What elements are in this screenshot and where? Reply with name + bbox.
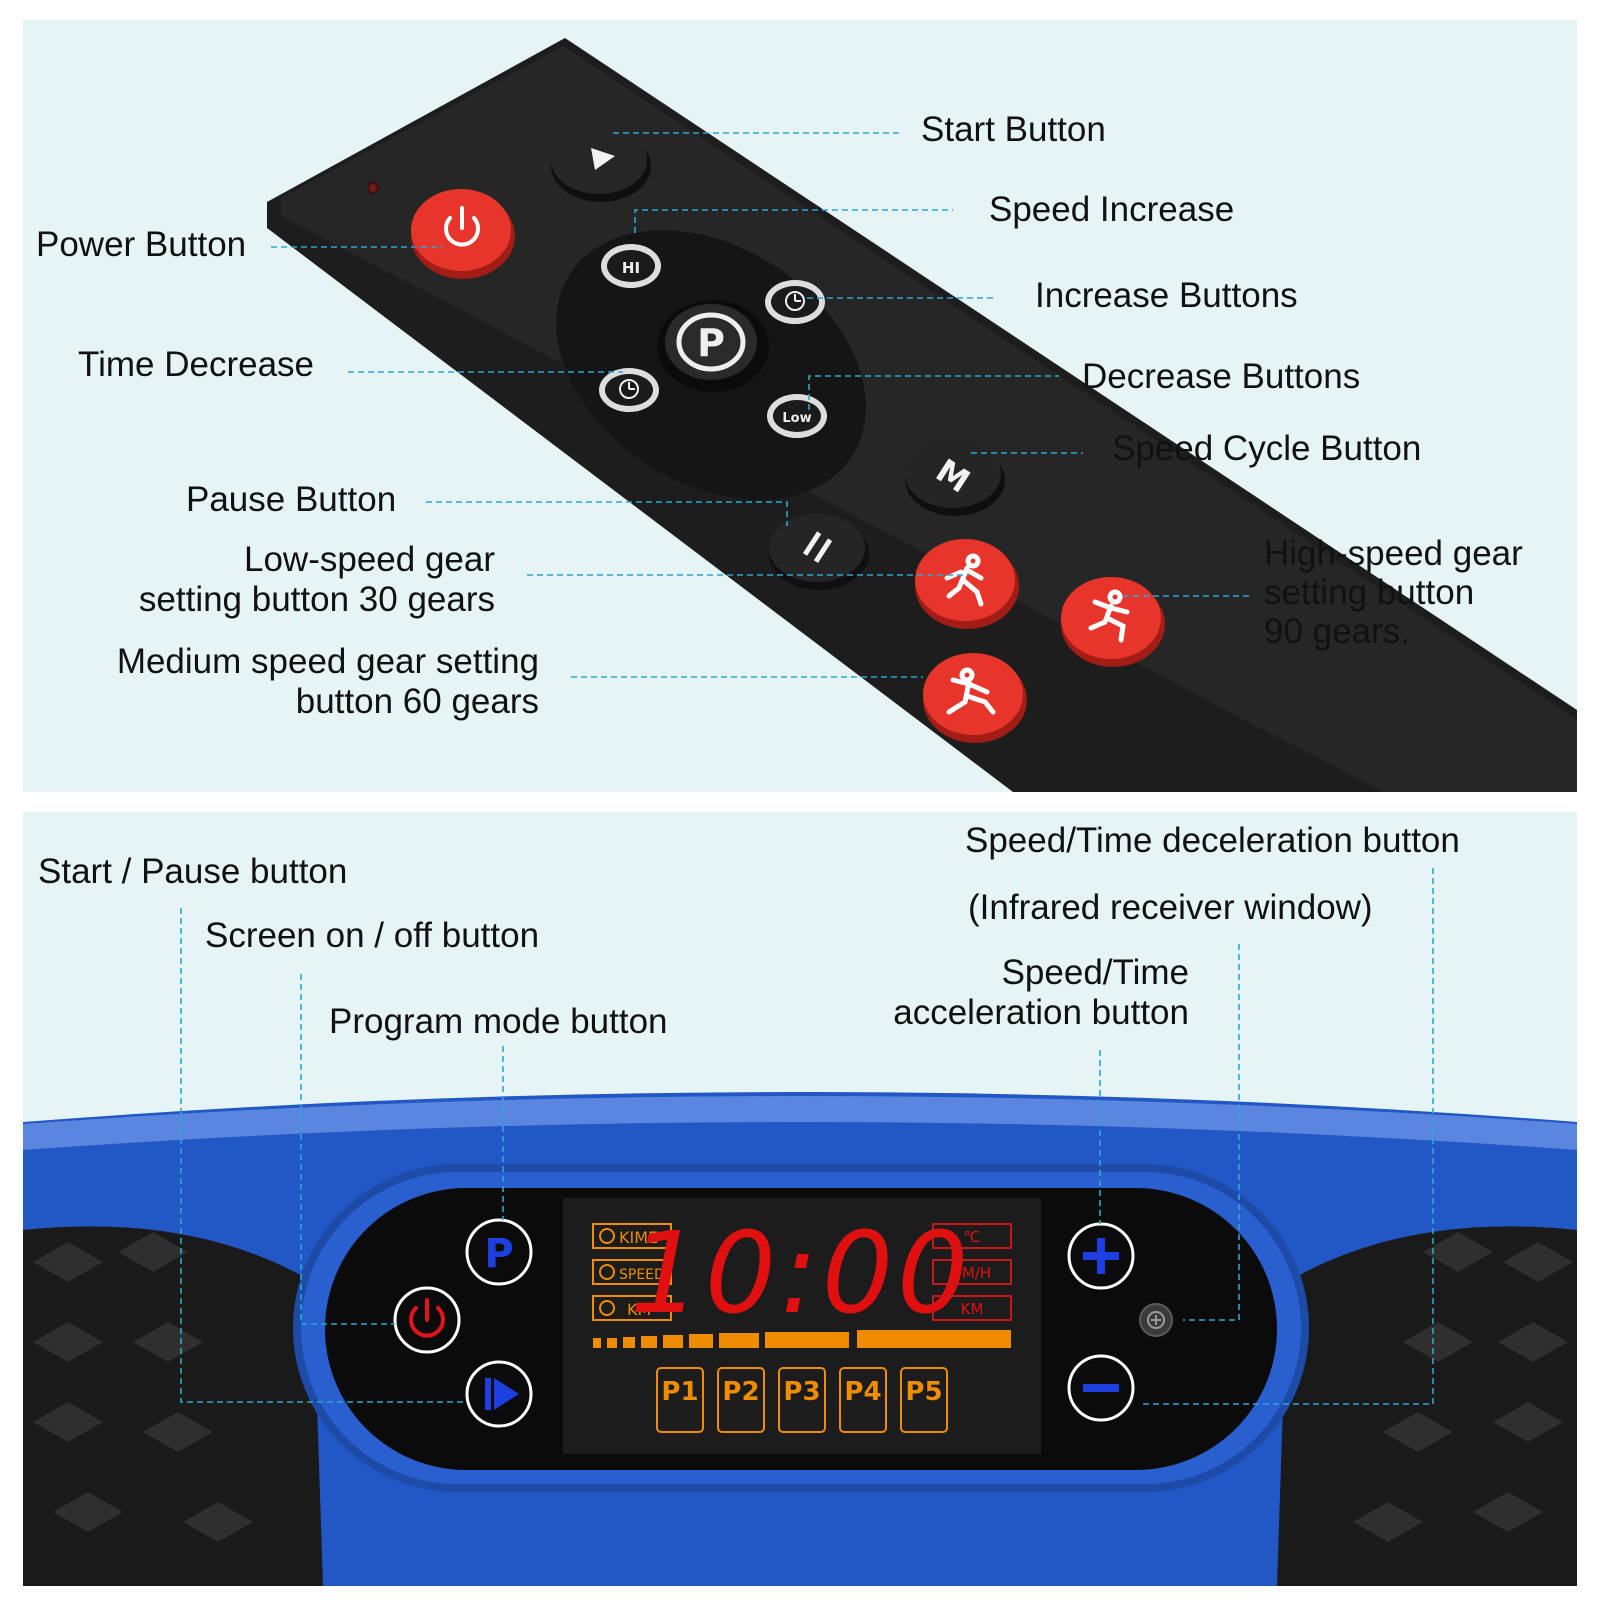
indicator-km: KM: [627, 1300, 651, 1319]
label-medium-gear-line1: Medium speed gear setting: [116, 642, 539, 681]
jogger-icon: [946, 667, 996, 715]
label-acceleration-line2: acceleration button: [893, 993, 1189, 1032]
lcd-program-boxes: P1 P2 P3 P4 P5: [656, 1367, 948, 1433]
remote-power-button: [411, 189, 515, 279]
remote-time-increase-button: [765, 280, 825, 324]
lcd-left-indicators: KIME SPEED KM: [592, 1223, 672, 1321]
console-power-icon: [409, 1306, 445, 1338]
console-plus-button: [1067, 1222, 1135, 1290]
label-infrared-window: (Infrared receiver window): [968, 888, 1373, 927]
platform-highlight: [23, 1096, 1577, 1150]
remote-medium-gear-button: [923, 653, 1027, 743]
remote-high-gear-button: [1061, 577, 1165, 667]
lcd-panel: [563, 1198, 1041, 1454]
indicator-pmh: PM/H: [953, 1264, 991, 1282]
label-start-pause: Start / Pause button: [38, 852, 348, 891]
label-screen-onoff: Screen on / off button: [205, 916, 540, 955]
label-high-gear-line3: 90 gears.: [1264, 612, 1410, 651]
remote-panel: HI Low: [23, 20, 1577, 792]
remote-mode-button: M: [905, 440, 1005, 516]
label-medium-gear-line2: button 60 gears: [295, 682, 539, 721]
p-text: P: [697, 321, 725, 365]
label-time-decrease: Time Decrease: [78, 345, 314, 384]
console-play-icon: [494, 1378, 519, 1410]
remote-pause-button: [769, 514, 869, 590]
program-p4: P4: [844, 1377, 881, 1407]
label-program-mode: Program mode button: [329, 1002, 668, 1041]
remote-low-button: Low: [767, 394, 827, 438]
label-speed-increase: Speed Increase: [989, 190, 1235, 229]
label-low-gear-line1: Low-speed gear: [244, 540, 495, 579]
remote-low-gear-button: [915, 539, 1019, 629]
label-high-gear-line2: setting button: [1264, 573, 1475, 612]
remote-face: [281, 46, 1577, 792]
label-high-gear-line1: High-speed gear: [1264, 534, 1523, 573]
pad-texture: [33, 1232, 1573, 1542]
program-p1: P1: [661, 1377, 698, 1407]
program-p5: P5: [905, 1377, 942, 1407]
console-power-button: [393, 1286, 461, 1354]
led-indicator: [367, 182, 379, 194]
play-icon: [591, 148, 615, 170]
lcd-bar-graph: [593, 1330, 1011, 1348]
remote-time-decrease-button: [599, 368, 659, 412]
remote-illustration: HI Low: [267, 38, 1577, 792]
runner-icon: [1088, 589, 1130, 643]
console-illustration: KIME SPEED KM 10:00 ℃ PM/H KM: [23, 868, 1577, 1586]
console-leader-lines: [180, 868, 1434, 1405]
label-pause-button: Pause Button: [186, 480, 397, 519]
label-power-button: Power Button: [36, 225, 247, 264]
indicator-kime: KIME: [619, 1228, 658, 1247]
program-p2: P2: [722, 1377, 759, 1407]
label-speed-cycle-button: Speed Cycle Button: [1112, 429, 1422, 468]
label-acceleration-line1: Speed/Time: [1001, 953, 1189, 992]
indicator-km-right: KM: [961, 1300, 984, 1318]
indicator-celsius: ℃: [964, 1228, 981, 1246]
indicator-speed: SPEED: [619, 1267, 665, 1283]
label-start-button: Start Button: [921, 110, 1106, 149]
remote-leader-lines: [271, 132, 1250, 678]
lcd-right-indicators: ℃ PM/H KM: [932, 1223, 1012, 1321]
low-text: Low: [782, 411, 811, 426]
walker-icon: [944, 553, 984, 607]
label-increase-buttons: Increase Buttons: [1035, 276, 1298, 315]
console-start-pause-button: [465, 1360, 533, 1428]
pause-bar-left: [802, 531, 822, 556]
remote-program-button: P: [657, 300, 769, 392]
pause-bar-right: [813, 538, 833, 563]
console-program-button: P: [465, 1218, 533, 1286]
console-minus-button: [1067, 1354, 1135, 1422]
label-decrease-buttons: Decrease Buttons: [1082, 357, 1361, 396]
remote-hi-button: HI: [601, 244, 661, 288]
console-panel: KIME SPEED KM 10:00 ℃ PM/H KM: [23, 812, 1577, 1586]
infrared-receiver-window: [1139, 1303, 1173, 1337]
label-deceleration: Speed/Time deceleration button: [965, 821, 1460, 860]
remote-start-button: [551, 126, 651, 202]
program-p3: P3: [783, 1377, 820, 1407]
hi-text: HI: [622, 259, 640, 277]
lcd-time-readout: 10:00: [630, 1209, 973, 1339]
console-p-text: P: [484, 1231, 513, 1277]
power-icon: [444, 216, 480, 247]
left-foot-pad: [23, 1226, 323, 1586]
label-low-gear-line2: setting button 30 gears: [138, 580, 495, 619]
